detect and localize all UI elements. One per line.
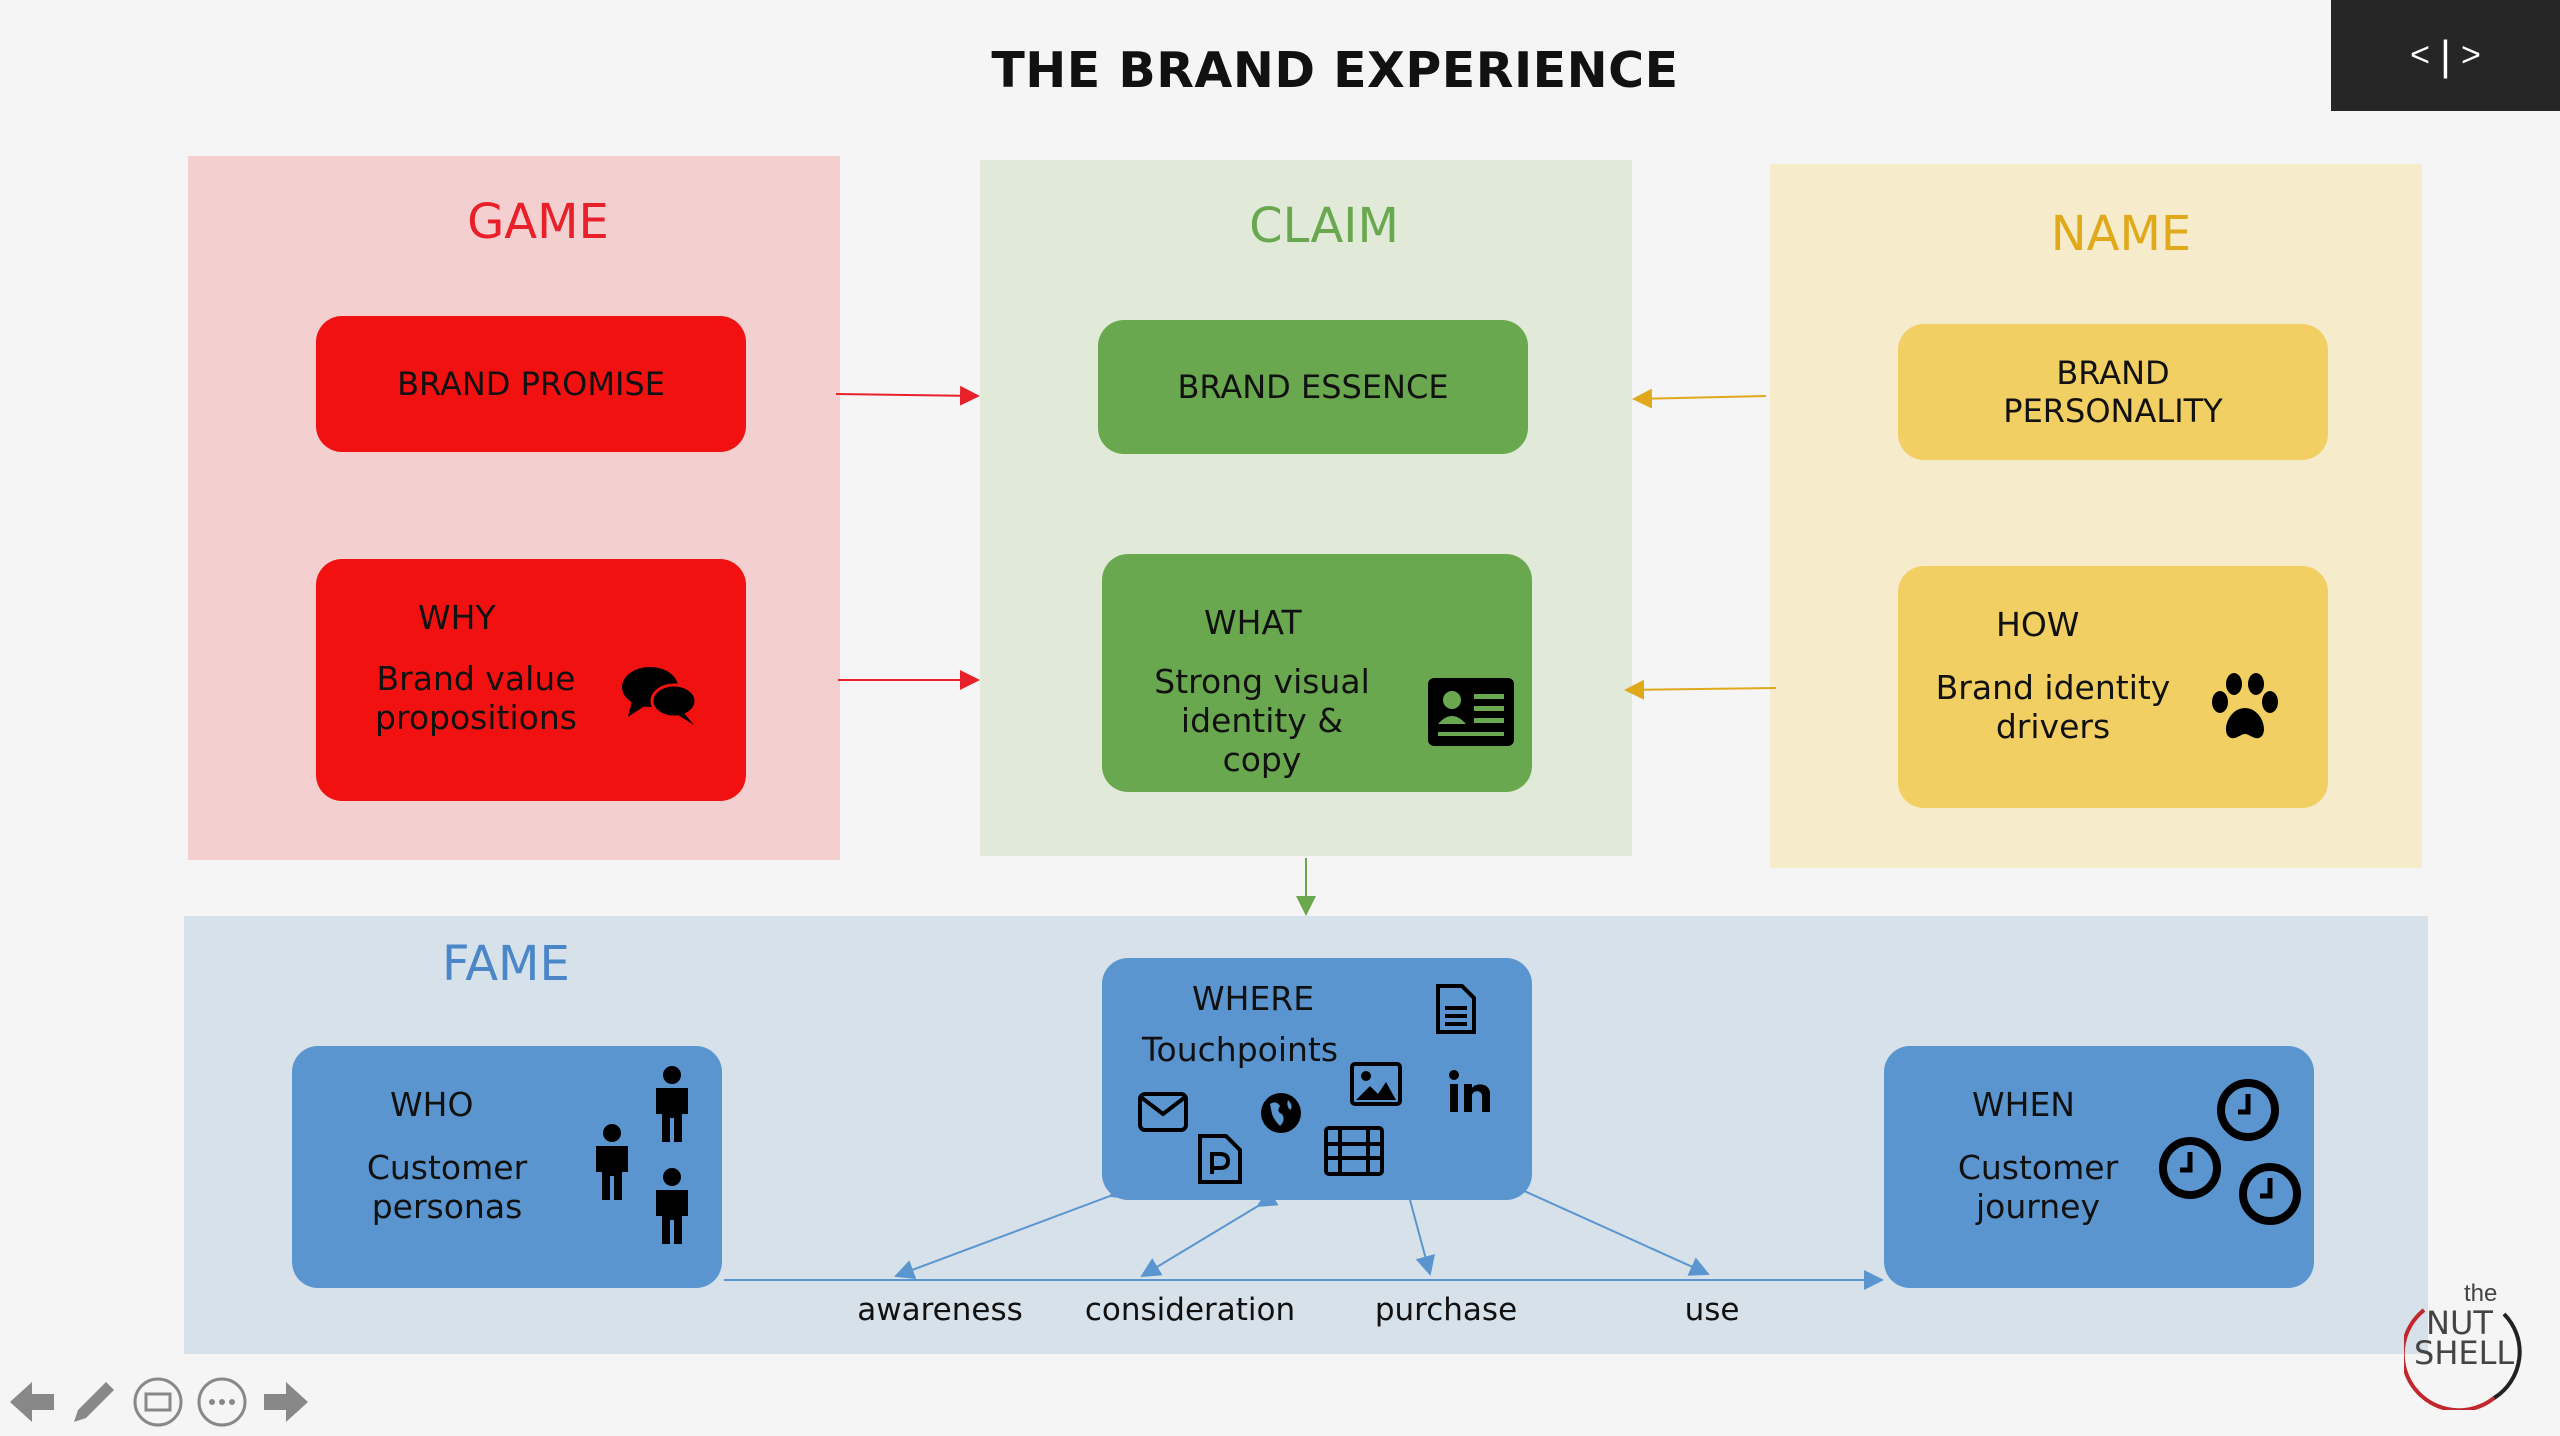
who-box: WHO Customer personas [292,1046,722,1288]
where-heading: WHERE [1192,979,1315,1018]
why-text: Brand value propositions [356,659,596,737]
how-heading: HOW [1996,605,2080,644]
brand-promise-box: BRAND PROMISE [316,316,746,452]
arrow-right-icon[interactable] [260,1376,312,1428]
logo-text-the: the [2464,1280,2498,1307]
how-text: Brand identity drivers [1928,668,2178,746]
nutshell-logo: the NUT SHELL [2404,1278,2524,1410]
where-box: WHERE Touchpoints [1102,958,1532,1200]
when-heading: WHEN [1972,1085,2075,1124]
arrow-use [1501,1173,1710,1276]
more-options-icon[interactable] [196,1376,248,1428]
pdf-icon [1198,1134,1242,1184]
game-panel-title: GAME [467,194,609,250]
arrow-promise-to-essence [835,385,980,406]
how-text-line1: Brand identity [1935,668,2171,707]
journey-label-consideration: consideration [1084,1292,1296,1328]
name-panel-title: NAME [2050,206,2192,262]
globe-icon [1261,1093,1301,1133]
who-heading: WHO [390,1085,474,1124]
how-text-line2: drivers [1995,707,2111,746]
next-slide-button[interactable]: > [2460,36,2481,74]
what-text-line2: identity & copy [1180,701,1344,779]
image-icon [1350,1062,1402,1106]
why-box: WHY Brand value propositions [316,559,746,801]
journey-label-purchase: purchase [1374,1292,1518,1328]
film-icon [1324,1126,1384,1176]
logo-text-shell: SHELL [2414,1334,2515,1372]
envelope-icon [1138,1092,1188,1132]
who-text: Customer personas [332,1148,562,1226]
when-text-line2: journey [1975,1187,2100,1226]
clock-icon [2159,1137,2221,1199]
person-icon [596,1124,628,1200]
paw-icon [2212,673,2278,739]
arrow-personality-to-essence [1632,388,1767,409]
what-text-line1: Strong visual [1154,662,1370,701]
brand-personality-box: BRAND PERSONALITY [1898,324,2328,460]
what-text: Strong visual identity & copy [1142,662,1382,779]
fame-panel-title: FAME [442,936,570,992]
where-text: Touchpoints [1142,1030,1339,1069]
when-text-line1: Customer [1957,1148,2119,1187]
pen-icon[interactable] [68,1376,120,1428]
who-text-line2: personas [371,1187,523,1226]
page-title: THE BRAND EXPERIENCE [991,42,1679,99]
brand-promise-label: BRAND PROMISE [397,365,665,403]
why-text-line2: propositions [375,698,577,737]
clock-icon [2217,1079,2279,1141]
arrow-how-to-what [1624,679,1777,700]
arrow-consideration [1140,1188,1279,1278]
arrow-awareness [894,1180,1131,1280]
why-text-line1: Brand value [376,659,576,698]
person-icon [656,1168,688,1244]
logo-ring-icon [2404,1308,2522,1410]
why-heading: WHY [418,598,496,637]
who-text-line1: Customer [366,1148,528,1187]
journey-label-use: use [1684,1292,1740,1328]
speech-bubbles-icon [622,667,698,725]
what-heading: WHAT [1204,603,1302,642]
what-box: WHAT Strong visual identity & copy [1102,554,1532,792]
how-box: HOW Brand identity drivers [1898,566,2328,808]
presentation-toolbar [0,1368,330,1436]
journey-label-awareness: awareness [857,1292,1023,1328]
slide-nav-bar: < | > [2331,0,2560,111]
arrow-left-icon[interactable] [6,1376,58,1428]
document-icon [1436,984,1476,1034]
when-text: Customer journey [1928,1148,2148,1226]
person-icon [656,1066,688,1142]
brand-essence-box: BRAND ESSENCE [1098,320,1528,454]
subtitles-icon[interactable] [132,1376,184,1428]
clock-icon [2239,1163,2301,1225]
prev-slide-button[interactable]: < [2410,36,2431,74]
brand-essence-label: BRAND ESSENCE [1177,368,1449,406]
id-card-icon [1428,678,1514,746]
claim-panel-title: CLAIM [1249,198,1399,254]
arrow-purchase [1395,1180,1435,1276]
when-box: WHEN Customer journey [1884,1046,2314,1288]
brand-personality-line1: BRAND [2056,354,2170,392]
linkedin-icon [1449,1070,1490,1112]
brand-personality-line2: PERSONALITY [2003,392,2223,430]
nav-separator: | [2440,31,2451,79]
logo-text-nut: NUT [2426,1304,2493,1342]
